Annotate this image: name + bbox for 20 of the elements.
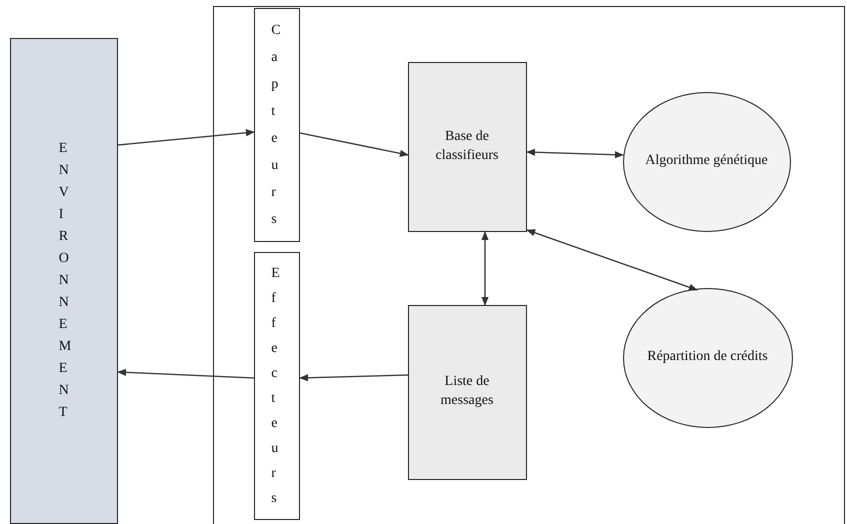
sensor-box <box>254 8 300 242</box>
arrow <box>300 132 409 157</box>
node-label: Base de classifieurs <box>434 128 500 164</box>
process-box <box>408 304 526 480</box>
process-box <box>408 62 526 232</box>
effector-box <box>254 252 300 520</box>
arrow <box>526 148 624 158</box>
arrow <box>117 368 254 379</box>
arrow <box>118 129 255 146</box>
node-label: Liste de messages <box>440 373 494 410</box>
environment-box <box>10 38 118 524</box>
arrow <box>299 374 408 382</box>
arrow <box>481 231 489 306</box>
arrow <box>526 229 698 291</box>
node-label: Algorithme génétique <box>644 152 769 170</box>
node-label: Répartition de crédits <box>646 348 769 366</box>
system-frame <box>213 6 845 524</box>
node-label: Capteurs <box>271 22 286 228</box>
node-label: Effecteurs <box>271 264 286 508</box>
node-label: ENVIRONNEMENT <box>58 140 73 422</box>
